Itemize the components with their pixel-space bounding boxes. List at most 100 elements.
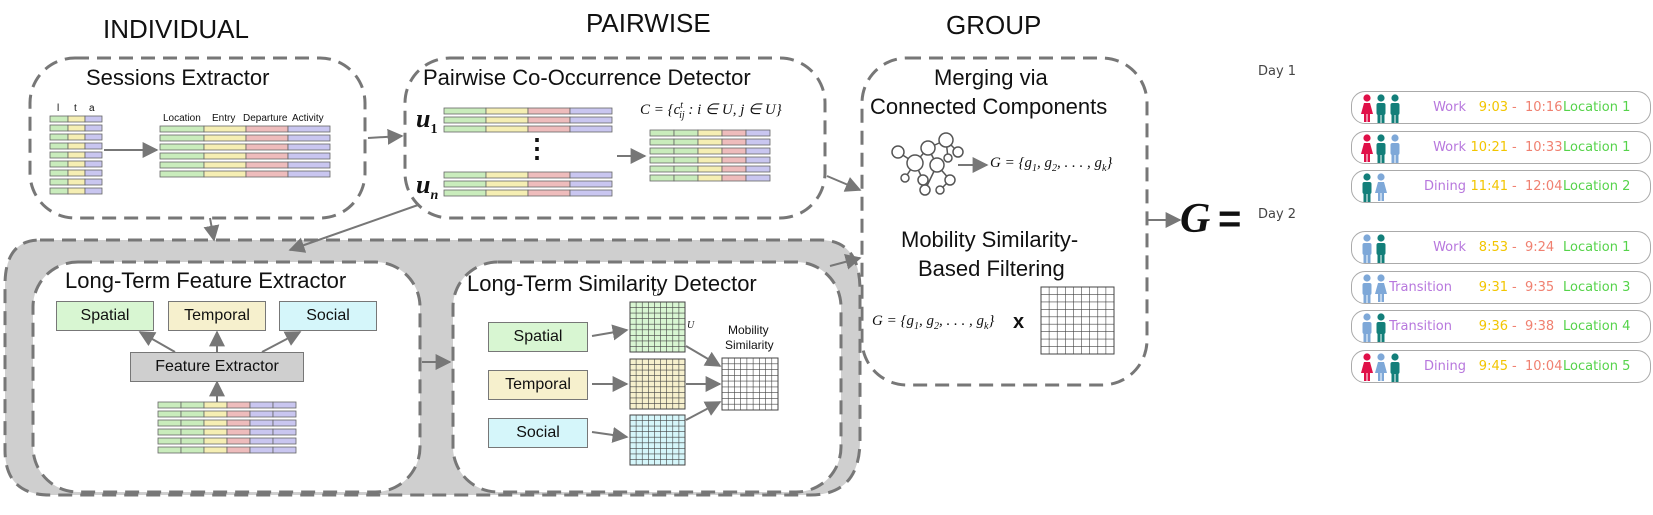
female-person-icon (1361, 353, 1373, 381)
sim-temporal-box: Temporal (488, 370, 588, 400)
group-location: Location 2 (1563, 179, 1631, 194)
time-dash: - (1512, 100, 1517, 115)
filter-matrix (1040, 286, 1115, 355)
group-members (1361, 94, 1401, 123)
group-members (1361, 313, 1387, 342)
group-location: Location 1 (1563, 100, 1631, 115)
dots: ⋮ (524, 134, 550, 163)
mobility-similarity-matrix (721, 357, 779, 411)
group-start-time: 10:21 (1470, 140, 1508, 155)
feature-social-box: Social (279, 301, 377, 331)
arrow-fe-spatial (138, 331, 176, 353)
header-pairwise: PAIRWISE (586, 8, 711, 38)
mobility-similarity-label-2: Similarity (725, 338, 774, 352)
merging-title-2: Connected Components (870, 94, 1108, 119)
group-activity: Transition (1389, 280, 1452, 295)
male-person-icon (1376, 94, 1386, 123)
group-activity: Dining (1424, 359, 1466, 374)
group-start-time: 8:53 (1478, 240, 1508, 255)
C-table (649, 129, 771, 182)
group-activity: Work (1433, 140, 1466, 155)
time-dash: - (1512, 359, 1517, 374)
col-activity: Activity (292, 113, 324, 124)
social-matrix (629, 414, 686, 466)
sessions-table (159, 125, 331, 178)
small-session-table (49, 115, 103, 195)
group-activity: Work (1433, 100, 1466, 115)
sim-spatial-box: Spatial (488, 322, 588, 352)
male-person-icon (1362, 234, 1372, 263)
filtering-title-2: Based Filtering (918, 256, 1065, 281)
arrow-m3-to-mob (685, 401, 722, 421)
group-activity: Dining (1424, 179, 1466, 194)
group-location: Location 3 (1563, 280, 1631, 295)
small-col-l: l (57, 103, 60, 114)
lt-similarity-title: Long-Term Similarity Detector (467, 271, 757, 296)
small-col-a: a (89, 103, 95, 114)
group-row: Work 8:53-9:24 Location 1 (1351, 231, 1651, 264)
group-end-time: 9:24 (1525, 240, 1555, 255)
feature-extractor-box: Feature Extractor (130, 352, 304, 382)
group-location: Location 4 (1563, 319, 1631, 334)
group-location: Location 5 (1563, 359, 1631, 374)
group-members (1361, 234, 1387, 263)
group-end-time: 10:16 (1525, 100, 1563, 115)
group-members (1361, 353, 1401, 382)
feature-input-table (157, 401, 297, 454)
merging-title-1: Merging via (934, 65, 1048, 90)
times-sign: x (1013, 311, 1025, 333)
male-person-icon (1362, 274, 1372, 303)
female-person-icon (1361, 134, 1373, 162)
mobility-similarity-label-1: Mobility (728, 323, 769, 337)
male-person-icon (1390, 353, 1400, 382)
small-col-t: t (74, 103, 77, 114)
male-person-icon (1362, 313, 1372, 342)
U-top-label: U (652, 288, 660, 299)
u1-label: u1 (416, 104, 438, 138)
temporal-matrix (629, 358, 686, 410)
female-person-icon (1361, 94, 1373, 122)
group-start-time: 9:36 (1478, 319, 1508, 334)
lt-feature-title: Long-Term Feature Extractor (65, 268, 347, 293)
group-members (1361, 274, 1387, 303)
group-end-time: 10:04 (1525, 359, 1563, 374)
group-start-time: 9:45 (1478, 359, 1508, 374)
group-location: Location 1 (1563, 240, 1631, 255)
col-entry: Entry (212, 113, 236, 124)
header-individual: INDIVIDUAL (103, 14, 249, 44)
arrow-fe-social (261, 331, 302, 353)
day-label: Day 1 (1258, 64, 1297, 79)
arrow-sessions-to-pairwise (367, 128, 404, 145)
group-start-time: 9:03 (1478, 100, 1508, 115)
time-dash: - (1512, 240, 1517, 255)
col-location: Location (163, 113, 201, 124)
arrow-lt-to-merging (829, 253, 862, 270)
group-end-time: 10:33 (1525, 140, 1563, 155)
day-label: Day 2 (1258, 207, 1297, 222)
un-table (443, 171, 613, 197)
female-person-icon (1375, 173, 1387, 201)
group-activity: Work (1433, 240, 1466, 255)
U-side-label: U (687, 320, 695, 331)
group-end-time: 12:04 (1525, 179, 1563, 194)
time-dash: - (1512, 280, 1517, 295)
spatial-matrix (629, 301, 686, 353)
sim-social-box: Social (488, 418, 588, 448)
male-person-icon (1390, 134, 1400, 163)
male-person-icon (1376, 234, 1386, 263)
group-members (1361, 173, 1387, 202)
arrow-m1-to-mob (685, 345, 722, 367)
sessions-extractor-title: Sessions Extractor (86, 65, 270, 90)
time-dash: - (1512, 319, 1517, 334)
feature-spatial-box: Spatial (56, 301, 154, 331)
un-label: un (416, 170, 439, 204)
feature-temporal-box: Temporal (168, 301, 266, 331)
time-dash: - (1512, 140, 1517, 155)
group-members (1361, 134, 1401, 163)
group-location: Location 1 (1563, 140, 1631, 155)
group-end-time: 9:38 (1525, 319, 1555, 334)
filtering-title-1: Mobility Similarity- (901, 227, 1079, 252)
